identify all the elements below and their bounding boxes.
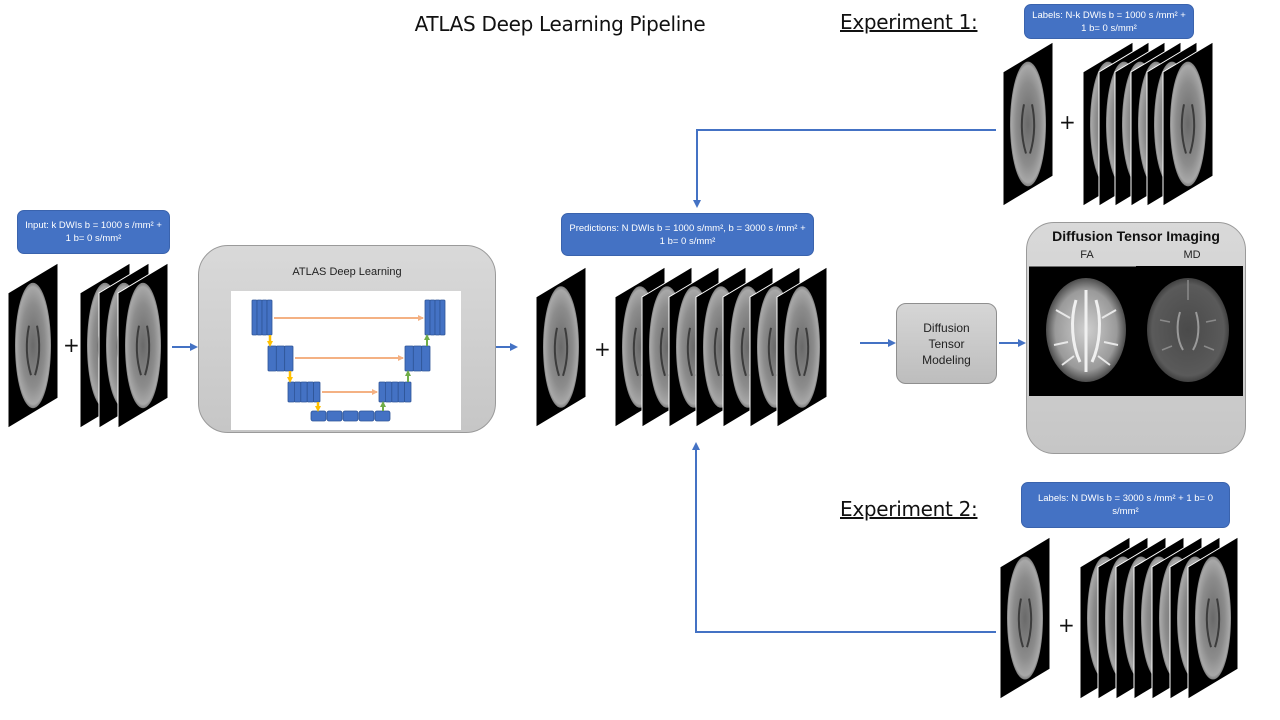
unet-encoder-block-1 [251,299,273,336]
dtm-label-line1: Diffusion [923,320,970,335]
dtm-label-line2: Tensor [928,336,965,351]
experiment-1-label-connector [693,129,996,208]
brain-image [1007,556,1043,680]
atlas-deep-learning-label: ATLAS Deep Learning [292,266,402,278]
predictions-dwi-stack-dwi-slice [776,266,828,428]
input-dwi-stack-b0-slice [7,262,59,429]
experiment-2-label-connector [692,442,996,633]
input-label-box: Input: k DWIs b = 1000 s /mm² + 1 b= 0 s… [17,210,170,254]
experiment-2-dwi-stack [999,536,1239,700]
experiment-1-dwi-stack [1002,41,1214,207]
input-dwi-stack [7,262,169,429]
unet-decoder-block-1 [424,299,446,336]
experiment-2-heading: Experiment 2: [840,497,978,521]
dtm-label-line3: Modeling [922,352,971,367]
unet-bottleneck [310,410,391,422]
md-map-image [1147,278,1229,382]
input-dwi-stack-dwi-slice [117,262,169,429]
experiment-2-labels-box: Labels: N DWIs b = 3000 s /mm² + 1 b= 0 … [1021,482,1230,528]
experiment-1-dwi-stack-b0-slice [1002,41,1054,207]
brain-image [125,282,161,409]
unet-decoder-block-3 [378,381,412,403]
predictions-dwi-stack-b0-slice [535,266,587,428]
plus-sign-input: + [63,333,80,357]
md-map-label: MD [1183,249,1201,261]
plus-sign-experiment-1: + [1059,110,1076,134]
brain-image [1010,61,1046,187]
dwi-slice-stacks [7,41,1239,700]
plus-sign-predictions: + [594,337,611,361]
predictions-label-box: Predictions: N DWIs b = 1000 s/mm², b = … [561,213,814,256]
brain-image [784,286,820,408]
unet-diagram [251,299,446,422]
experiment-2-dwi-stack-dwi-slice [1187,536,1239,700]
experiment-1-heading: Experiment 1: [840,10,978,34]
diagram-title: ATLAS Deep Learning Pipeline [414,12,706,36]
experiment-1-dwi-stack-dwi-slice [1162,41,1214,207]
experiment-2-dwi-stack-b0-slice [999,536,1051,700]
unet-encoder-block-3 [287,381,321,403]
experiment-1-labels-box: Labels: N-k DWIs b = 1000 s /mm² + 1 b= … [1024,4,1194,39]
brain-image [543,286,579,408]
unet-encoder-block-2 [267,345,294,372]
diffusion-tensor-modeling-box: Diffusion Tensor Modeling [896,303,997,384]
dti-title: Diffusion Tensor Imaging [1052,228,1220,244]
fa-map-label: FA [1080,249,1094,261]
fa-map-image [1046,278,1126,382]
plus-sign-experiment-2: + [1058,613,1075,637]
brain-image [1170,61,1206,187]
brain-image [1195,556,1231,680]
dti-maps-panel [1029,265,1243,396]
predictions-dwi-stack [535,266,828,428]
brain-image [15,282,51,409]
unet-decoder-block-2 [404,345,431,372]
